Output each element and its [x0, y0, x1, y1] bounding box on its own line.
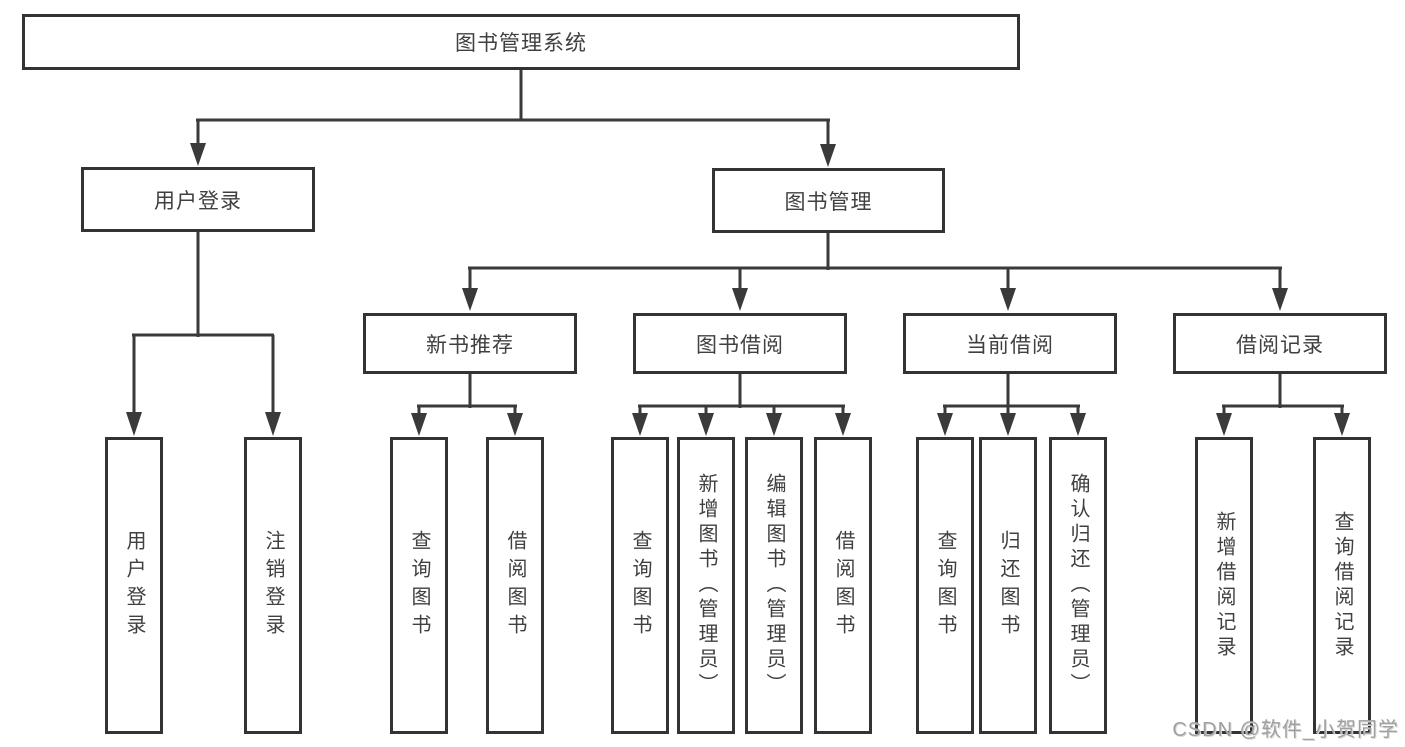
node-label: 注销登录: [262, 529, 284, 642]
leaf-borrow-books: 借阅图书: [814, 437, 872, 734]
node-label: 新书推荐: [426, 333, 514, 357]
leaf-query-books: 查询图书: [390, 437, 448, 734]
node-label: 新增借阅记录: [1213, 510, 1235, 661]
leaf-edit-books-admin: 编辑图书（管理员）: [745, 437, 803, 734]
leaf-return-books: 归还图书: [979, 437, 1037, 734]
node-label: 归还图书: [997, 529, 1019, 642]
leaf-query-books: 查询图书: [611, 437, 669, 734]
leaf-user-login: 用户登录: [105, 437, 163, 734]
node-label: 用户登录: [154, 189, 242, 213]
node-label: 当前借阅: [966, 333, 1054, 357]
node-label: 查询图书: [934, 529, 956, 642]
node-label: 用户登录: [123, 529, 145, 642]
leaf-logout: 注销登录: [244, 437, 302, 734]
node-label: 新增图书（管理员）: [695, 473, 717, 698]
node-label: 查询借阅记录: [1331, 510, 1353, 661]
node-system-root: 图书管理系统: [22, 14, 1020, 70]
node-label: 图书借阅: [696, 333, 784, 357]
csdn-watermark: CSDN @软件_小贺同学: [1172, 719, 1399, 741]
leaf-add-books-admin: 新增图书（管理员）: [677, 437, 735, 734]
node-label: 查询图书: [408, 529, 430, 642]
leaf-add-borrow-record: 新增借阅记录: [1195, 437, 1253, 734]
leaf-confirm-return-admin: 确认归还（管理员）: [1049, 437, 1107, 734]
node-current-borrow: 当前借阅: [903, 313, 1117, 374]
node-label: 借阅图书: [832, 529, 854, 642]
node-book-borrow: 图书借阅: [633, 313, 847, 374]
leaf-borrow-books: 借阅图书: [486, 437, 544, 734]
node-label: 编辑图书（管理员）: [763, 473, 785, 698]
node-new-book-recommend: 新书推荐: [363, 313, 577, 374]
node-label: 确认归还（管理员）: [1067, 473, 1089, 698]
node-book-management: 图书管理: [712, 168, 945, 233]
node-label: 图书管理系统: [455, 32, 587, 55]
node-label: 图书管理: [784, 190, 873, 214]
node-label: 借阅图书: [504, 529, 526, 642]
node-user-login: 用户登录: [81, 167, 315, 232]
node-label: 借阅记录: [1236, 333, 1324, 357]
node-label: 查询图书: [629, 529, 651, 642]
node-borrow-records: 借阅记录: [1173, 313, 1387, 374]
leaf-query-borrow-record: 查询借阅记录: [1313, 437, 1371, 734]
leaf-query-books: 查询图书: [916, 437, 974, 734]
